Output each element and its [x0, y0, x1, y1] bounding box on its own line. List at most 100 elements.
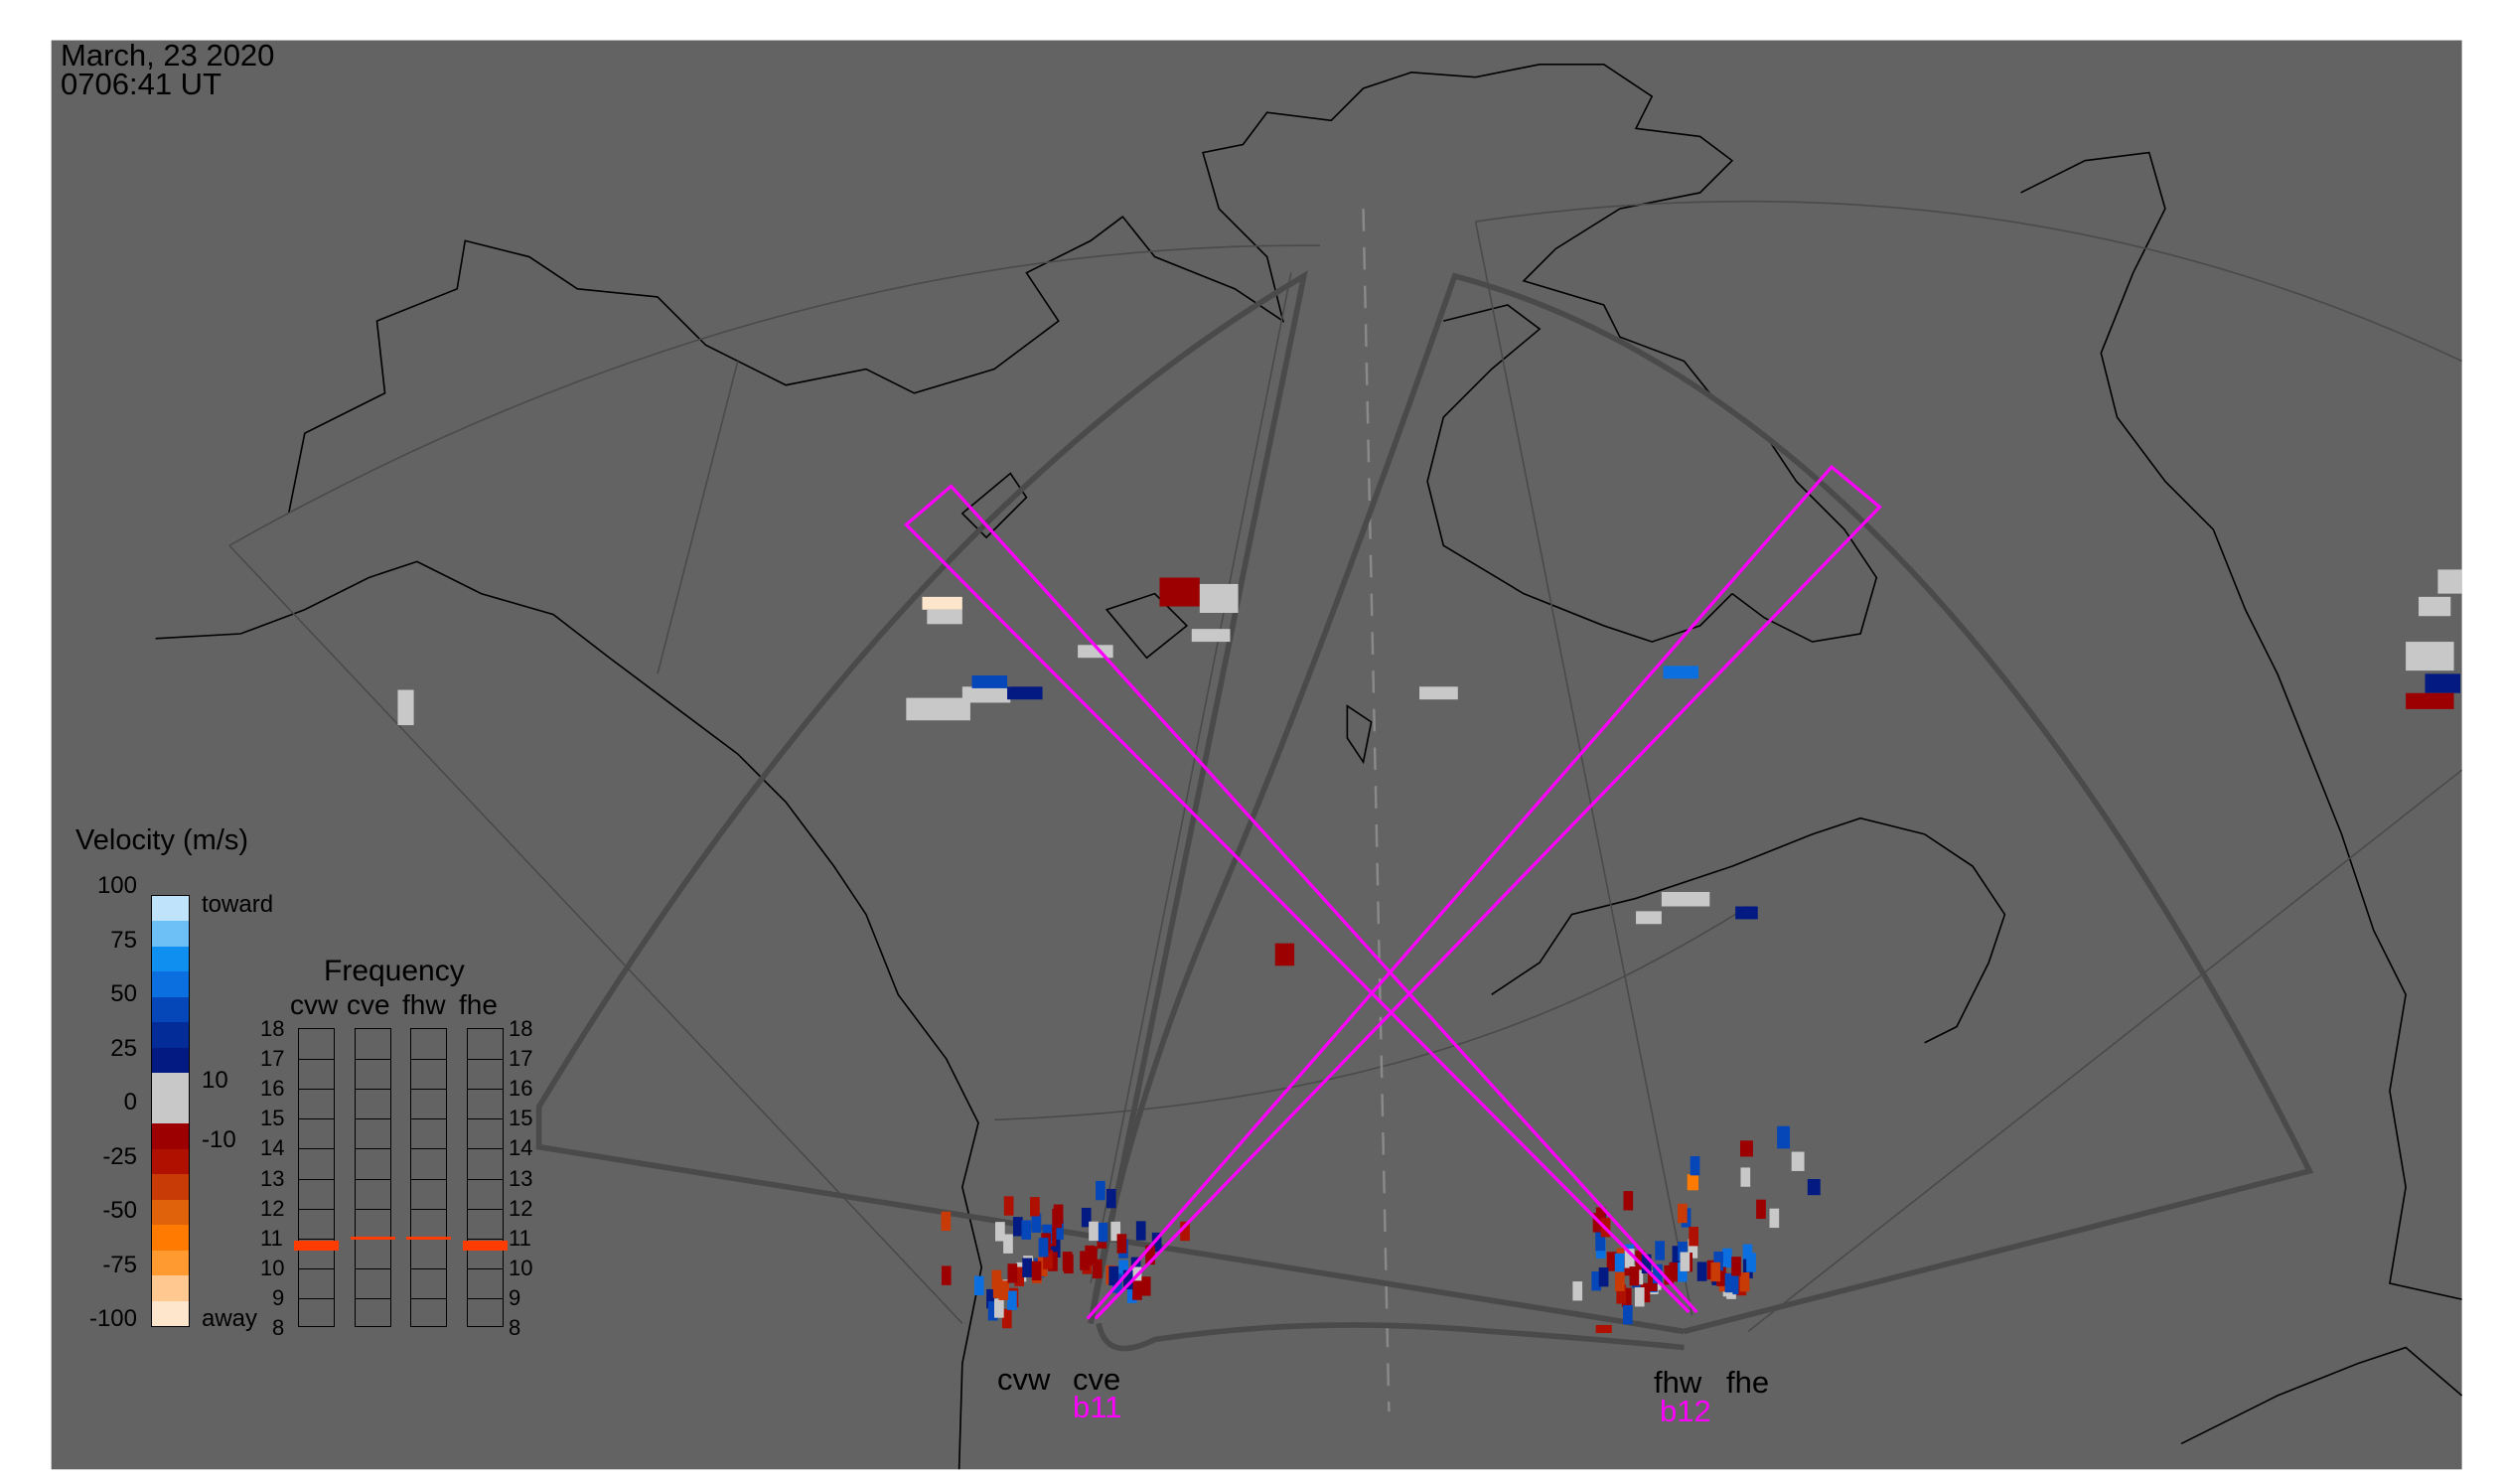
frequency-column-cve — [351, 1028, 395, 1327]
velocity-cell — [2406, 692, 2454, 709]
velocity-cell — [1003, 1196, 1014, 1216]
velocity-cell — [1687, 1174, 1699, 1191]
colorbar-tick-label: -50 — [102, 1197, 137, 1224]
velocity-cell — [987, 1301, 998, 1321]
velocity-cell — [1054, 1220, 1064, 1241]
frequency-gridline — [356, 1297, 390, 1299]
velocity-cell — [1110, 1221, 1121, 1242]
velocity-cell — [941, 1265, 952, 1285]
velocity-cell — [1735, 906, 1758, 920]
velocity-cell — [1598, 1266, 1609, 1287]
velocity-cell — [1635, 1251, 1646, 1270]
frequency-gridline — [356, 1089, 390, 1091]
velocity-cell — [1624, 1249, 1635, 1268]
velocity-cell — [1080, 1251, 1090, 1270]
frequency-marker-cvw — [294, 1241, 339, 1252]
velocity-cell — [1122, 1269, 1133, 1290]
colorbar-tick-label: -25 — [102, 1142, 137, 1170]
frequency-gridline — [299, 1148, 334, 1150]
velocity-cell — [1595, 1231, 1605, 1252]
velocity-cell — [1191, 629, 1231, 643]
velocity-cell — [1274, 943, 1295, 966]
velocity-cell — [1130, 1257, 1141, 1277]
velocity-cell — [1132, 1280, 1142, 1300]
colorbar-segment — [152, 1073, 189, 1099]
velocity-cell — [1606, 1252, 1617, 1271]
colorbar-segment — [152, 921, 189, 947]
velocity-cell — [1159, 577, 1200, 607]
velocity-cell — [1116, 1234, 1127, 1254]
velocity-cell — [995, 1222, 1005, 1242]
velocity-cell — [1672, 1246, 1683, 1265]
frequency-gridline — [411, 1118, 446, 1120]
frequency-tick-label: 11 — [260, 1225, 283, 1251]
radar-label-cvw: cvw — [997, 1362, 1051, 1397]
velocity-cell — [1689, 1227, 1698, 1247]
velocity-cell — [1731, 1257, 1741, 1276]
frequency-tick-label: 18 — [509, 1016, 533, 1041]
frequency-gridline — [299, 1118, 334, 1120]
velocity-cell — [1108, 1265, 1119, 1286]
colorbar-tick-label: 50 — [110, 980, 137, 1007]
colorbar-segment — [152, 996, 189, 1023]
frequency-tick-label: 11 — [509, 1225, 531, 1251]
velocity-cell — [1043, 1250, 1053, 1269]
colorbar-segment — [152, 1250, 189, 1276]
velocity-cell — [986, 1288, 996, 1309]
velocity-cell — [1007, 686, 1043, 700]
velocity-cell — [1007, 1290, 1017, 1310]
velocity-cell — [1710, 1261, 1721, 1282]
velocity-cell — [1716, 1266, 1726, 1286]
colorbar-segment — [152, 1300, 189, 1326]
frequency-tick-label: 15 — [260, 1106, 285, 1131]
frequency-gridline — [299, 1238, 334, 1240]
velocity-cell — [1140, 1276, 1151, 1296]
frequency-column-fhe — [463, 1028, 508, 1327]
colorbar-segment — [152, 1174, 189, 1200]
frequency-gridline — [468, 1118, 503, 1120]
velocity-cell — [2406, 642, 2454, 671]
velocity-cell — [1663, 666, 1699, 679]
velocity-cell — [1807, 1179, 1821, 1196]
velocity-cell — [1419, 686, 1458, 700]
velocity-cell — [922, 596, 962, 610]
frequency-tick-label: 13 — [509, 1165, 533, 1191]
legend-threshold-pos: 10 — [202, 1067, 228, 1094]
velocity-cell — [2419, 596, 2451, 617]
frequency-marker-fhw — [406, 1237, 451, 1241]
velocity-cell — [1012, 1217, 1023, 1237]
frequency-tick-label: 10 — [509, 1255, 533, 1280]
frequency-gridline — [411, 1059, 446, 1061]
colorbar-segment — [152, 1225, 189, 1251]
velocity-cell — [1623, 1191, 1634, 1211]
velocity-cell — [1145, 1245, 1155, 1265]
velocity-cell — [1085, 1245, 1096, 1265]
velocity-cell — [1098, 1222, 1108, 1243]
velocity-cell — [1739, 1140, 1753, 1157]
velocity-cell — [1048, 1252, 1058, 1271]
velocity-cell — [1030, 1197, 1040, 1217]
velocity-scatter — [397, 569, 2462, 1334]
velocity-cell — [1746, 1253, 1756, 1272]
velocity-cell — [973, 1275, 984, 1296]
frequency-gridline — [299, 1059, 334, 1061]
beam-label-b11: b11 — [1073, 1390, 1122, 1424]
frequency-gridline — [356, 1118, 390, 1120]
frequency-tick-label: 17 — [260, 1046, 285, 1072]
colorbar-segment — [152, 1098, 189, 1124]
colorbar-segment — [152, 1199, 189, 1226]
velocity-cell — [1151, 1232, 1162, 1253]
frequency-tick-label: 16 — [509, 1076, 533, 1102]
legend-threshold-neg: -10 — [202, 1126, 236, 1153]
velocity-cell — [961, 686, 1011, 703]
frequency-gridline — [468, 1059, 503, 1061]
beam-label-b12: b12 — [1660, 1394, 1711, 1428]
legend-title: Velocity (m/s) — [75, 824, 249, 856]
colorbar-segment — [152, 1022, 189, 1048]
velocity-cell — [1655, 1241, 1666, 1261]
velocity-cell — [1622, 1304, 1633, 1325]
velocity-cell — [1791, 1151, 1805, 1171]
frequency-gridline — [468, 1267, 503, 1269]
velocity-cell — [2425, 673, 2461, 693]
velocity-cell — [1713, 1251, 1724, 1271]
